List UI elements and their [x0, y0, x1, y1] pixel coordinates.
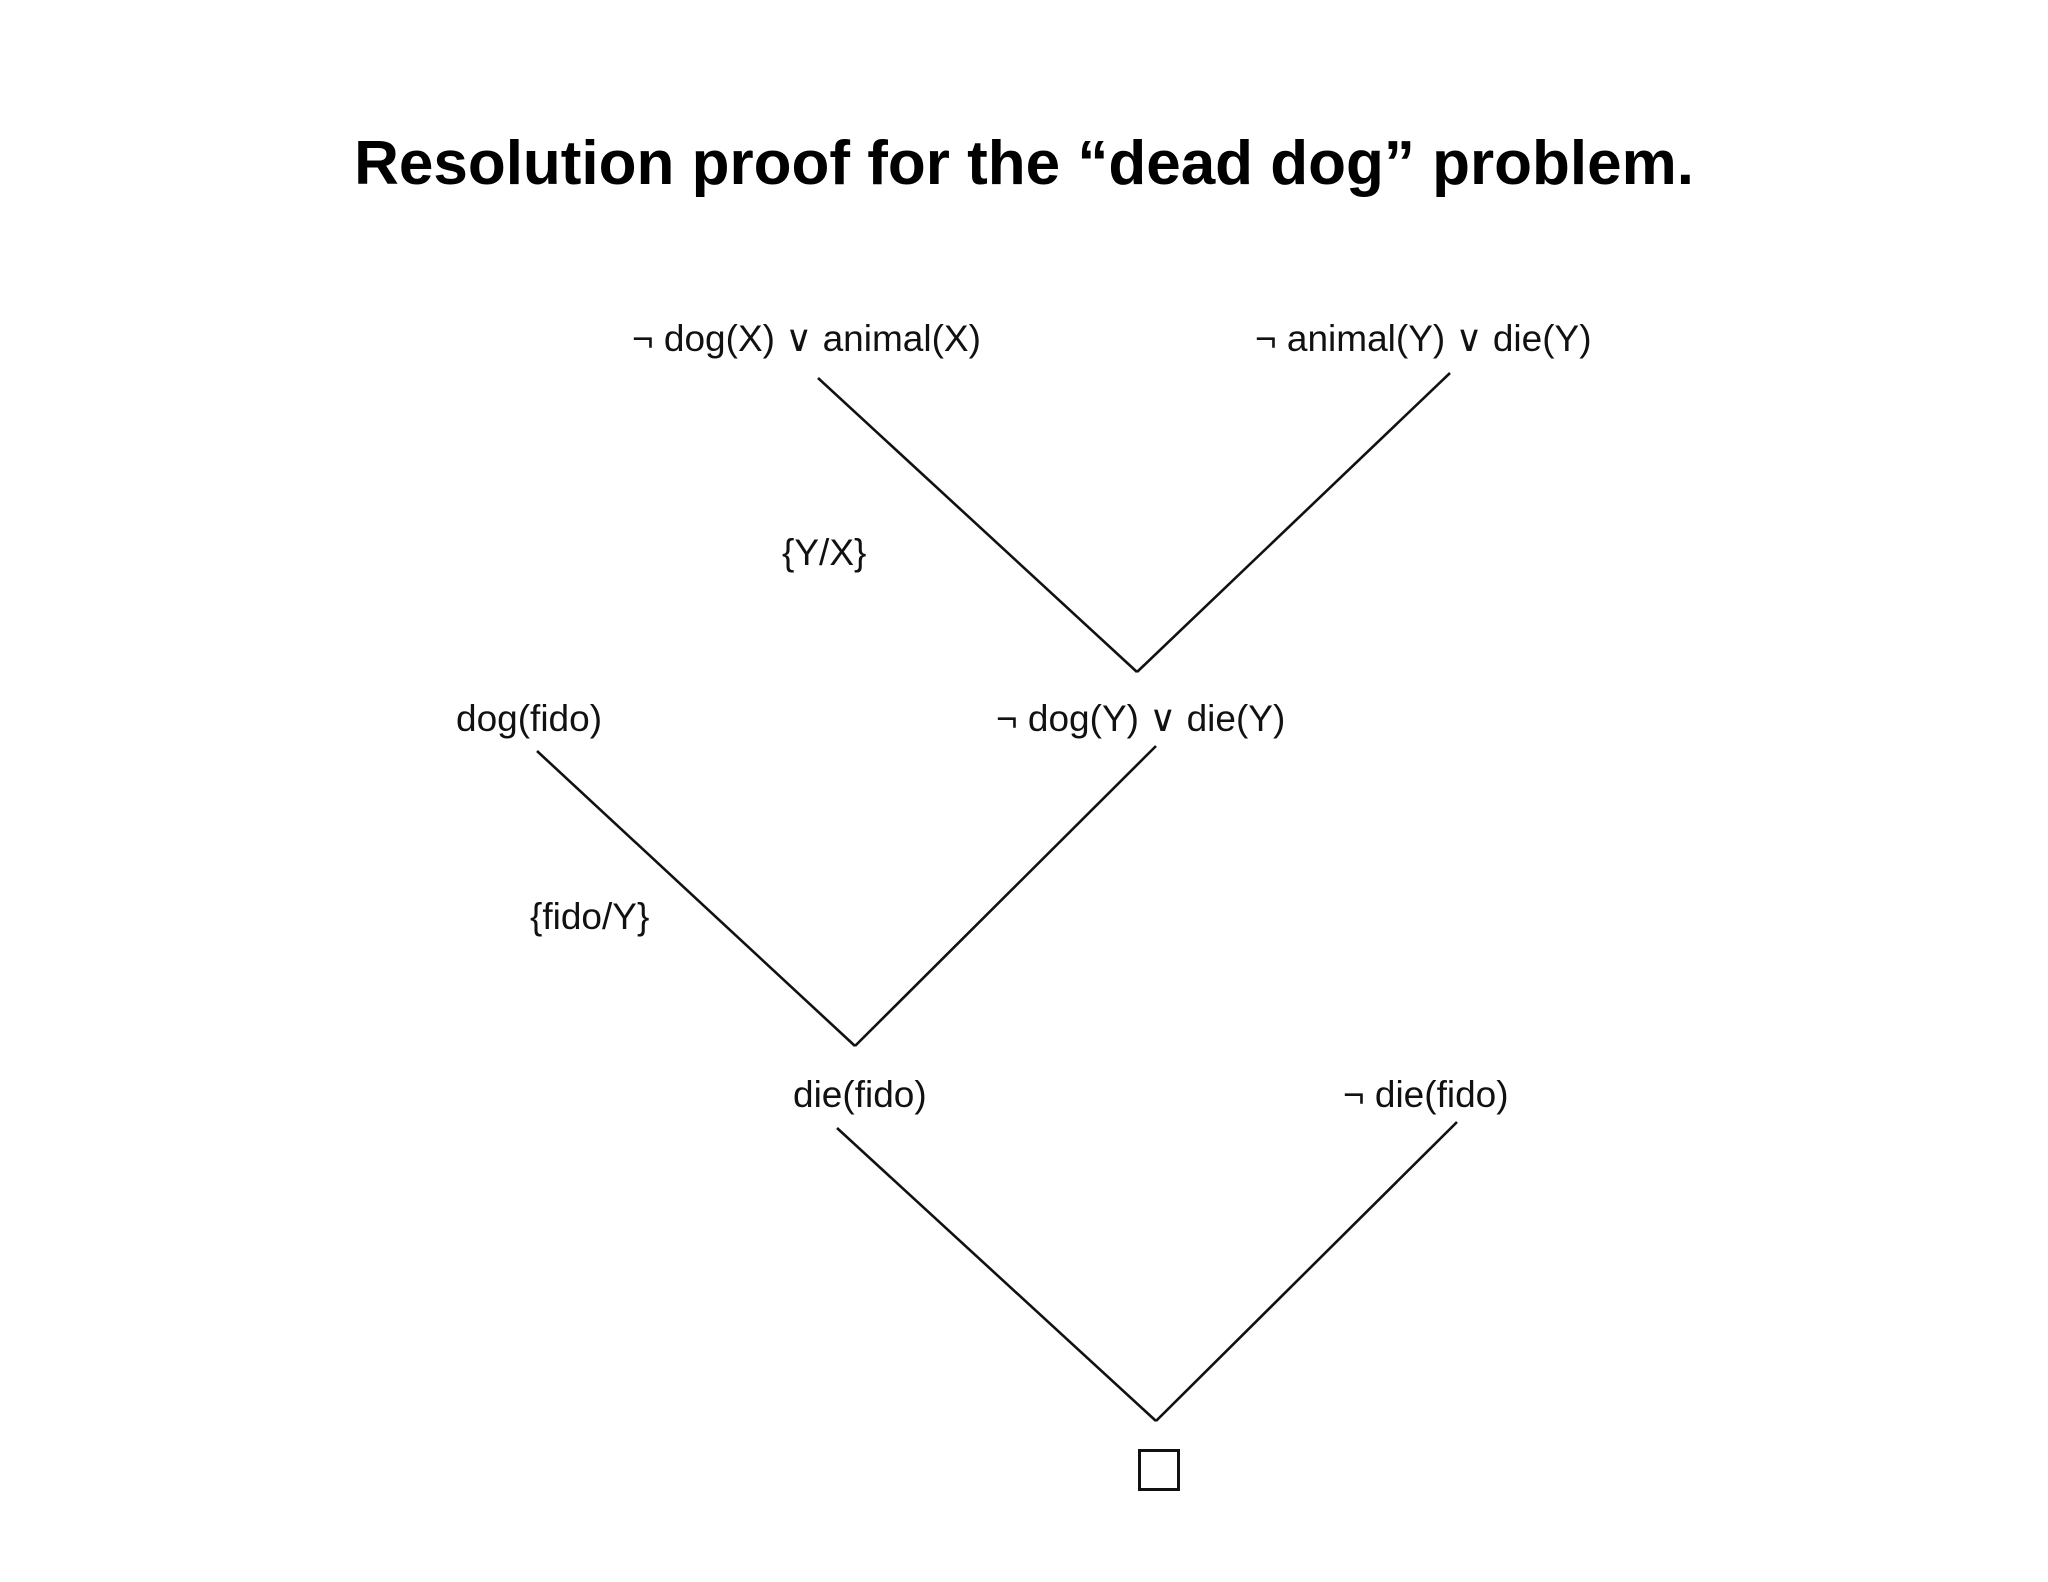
empty-clause-box [1138, 1449, 1180, 1491]
substitution-fido-for-y: {fido/Y} [530, 896, 650, 937]
diagram-title: Resolution proof for the “dead dog” prob… [354, 129, 1694, 198]
edge-c6-to-empty [1155, 1121, 1458, 1422]
clause-not-dog-or-animal: ¬ dog(X) ∨ animal(X) [632, 318, 981, 359]
edge-c1-to-c4 [817, 377, 1138, 673]
clause-not-dog-or-die: ¬ dog(Y) ∨ die(Y) [996, 698, 1286, 739]
edge-c2-to-c4 [1136, 372, 1451, 673]
edge-c3-to-c5 [536, 750, 856, 1047]
clause-die-fido: die(fido) [793, 1074, 927, 1115]
edge-c5-to-empty [836, 1127, 1157, 1422]
clause-dog-fido: dog(fido) [456, 698, 603, 739]
clause-not-animal-or-die: ¬ animal(Y) ∨ die(Y) [1255, 318, 1592, 359]
edge-c4-to-c5 [854, 745, 1157, 1047]
substitution-y-for-x: {Y/X} [782, 532, 867, 573]
clause-not-die-fido: ¬ die(fido) [1343, 1074, 1509, 1115]
